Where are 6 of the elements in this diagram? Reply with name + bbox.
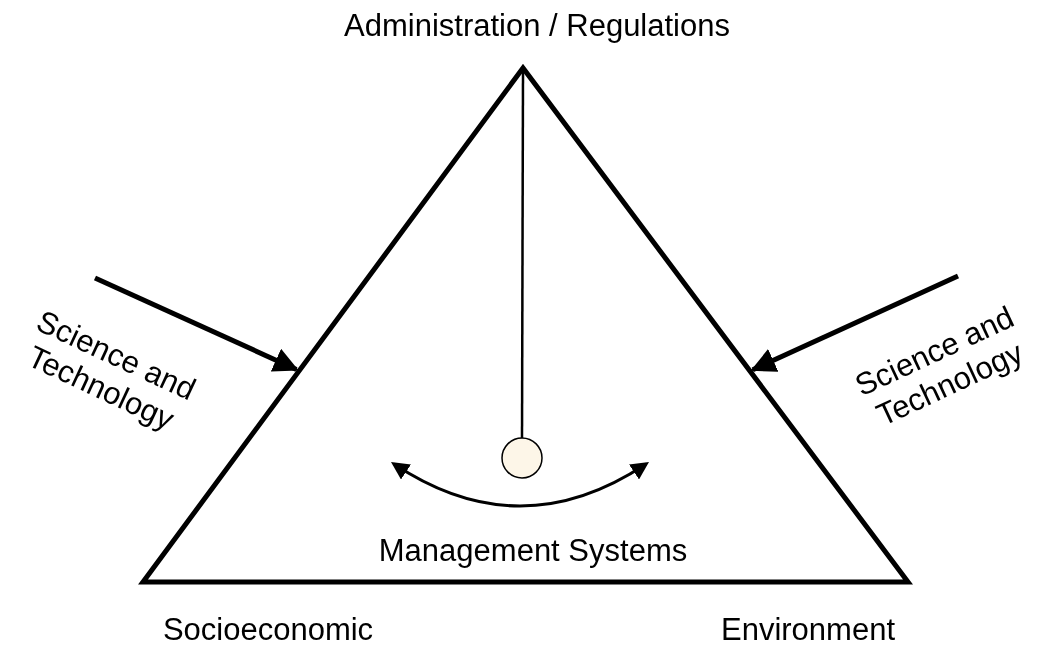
node-label: Management Systems [378, 533, 688, 569]
corner-label: Administration / Regulations [344, 8, 730, 44]
corner-label: Socioeconomic [162, 612, 374, 648]
arrow [750, 273, 960, 373]
corner-label: Environment [721, 612, 895, 648]
arrow [93, 275, 299, 372]
